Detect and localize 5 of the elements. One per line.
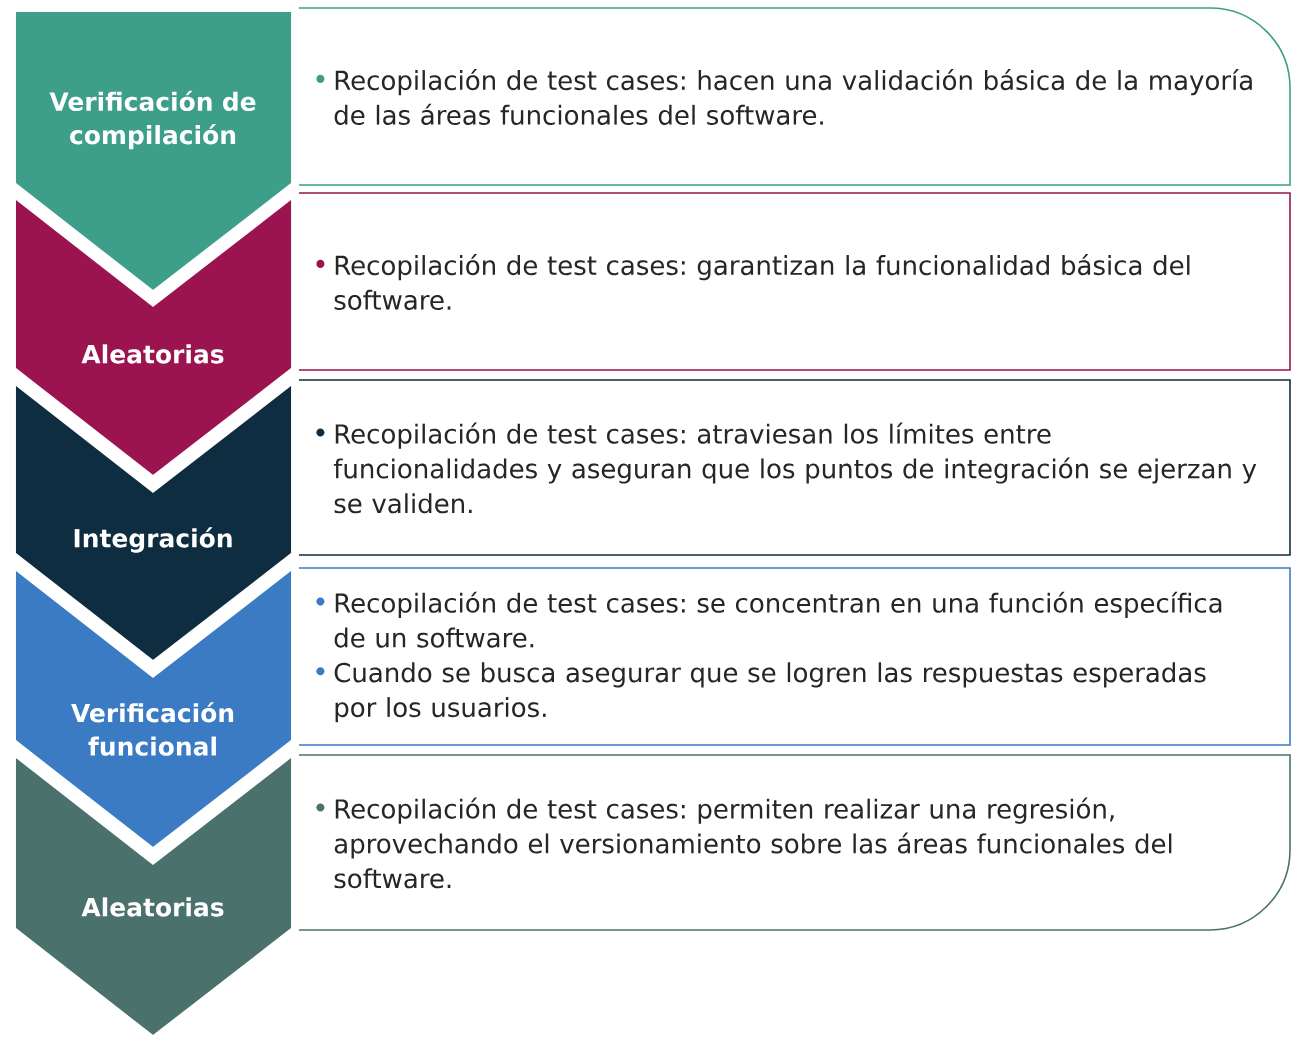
text-box: Recopilación de test cases: garantizan la funcionalidad básica del software. — [289, 192, 1291, 371]
text-box: Recopilación de test cases: permiten realizar una regresión, aprovechando el versionamiento sobre las áreas funcionales del software. — [289, 754, 1291, 931]
text-box: Recopilación de test cases: atraviesan los límites entre funcionalidades y aseguran que los puntos de integración se ejerzan y se validen. — [289, 379, 1291, 556]
text-box: Recopilación de test cases: hacen una validación básica de la mayoría de las áreas funcionales del software. — [289, 7, 1291, 186]
text-box: Recopilación de test cases: se concentran en una función específica de un software. Cuando se busca asegurar que se logren las respuestas esperadas por los usuarios. — [289, 567, 1291, 746]
